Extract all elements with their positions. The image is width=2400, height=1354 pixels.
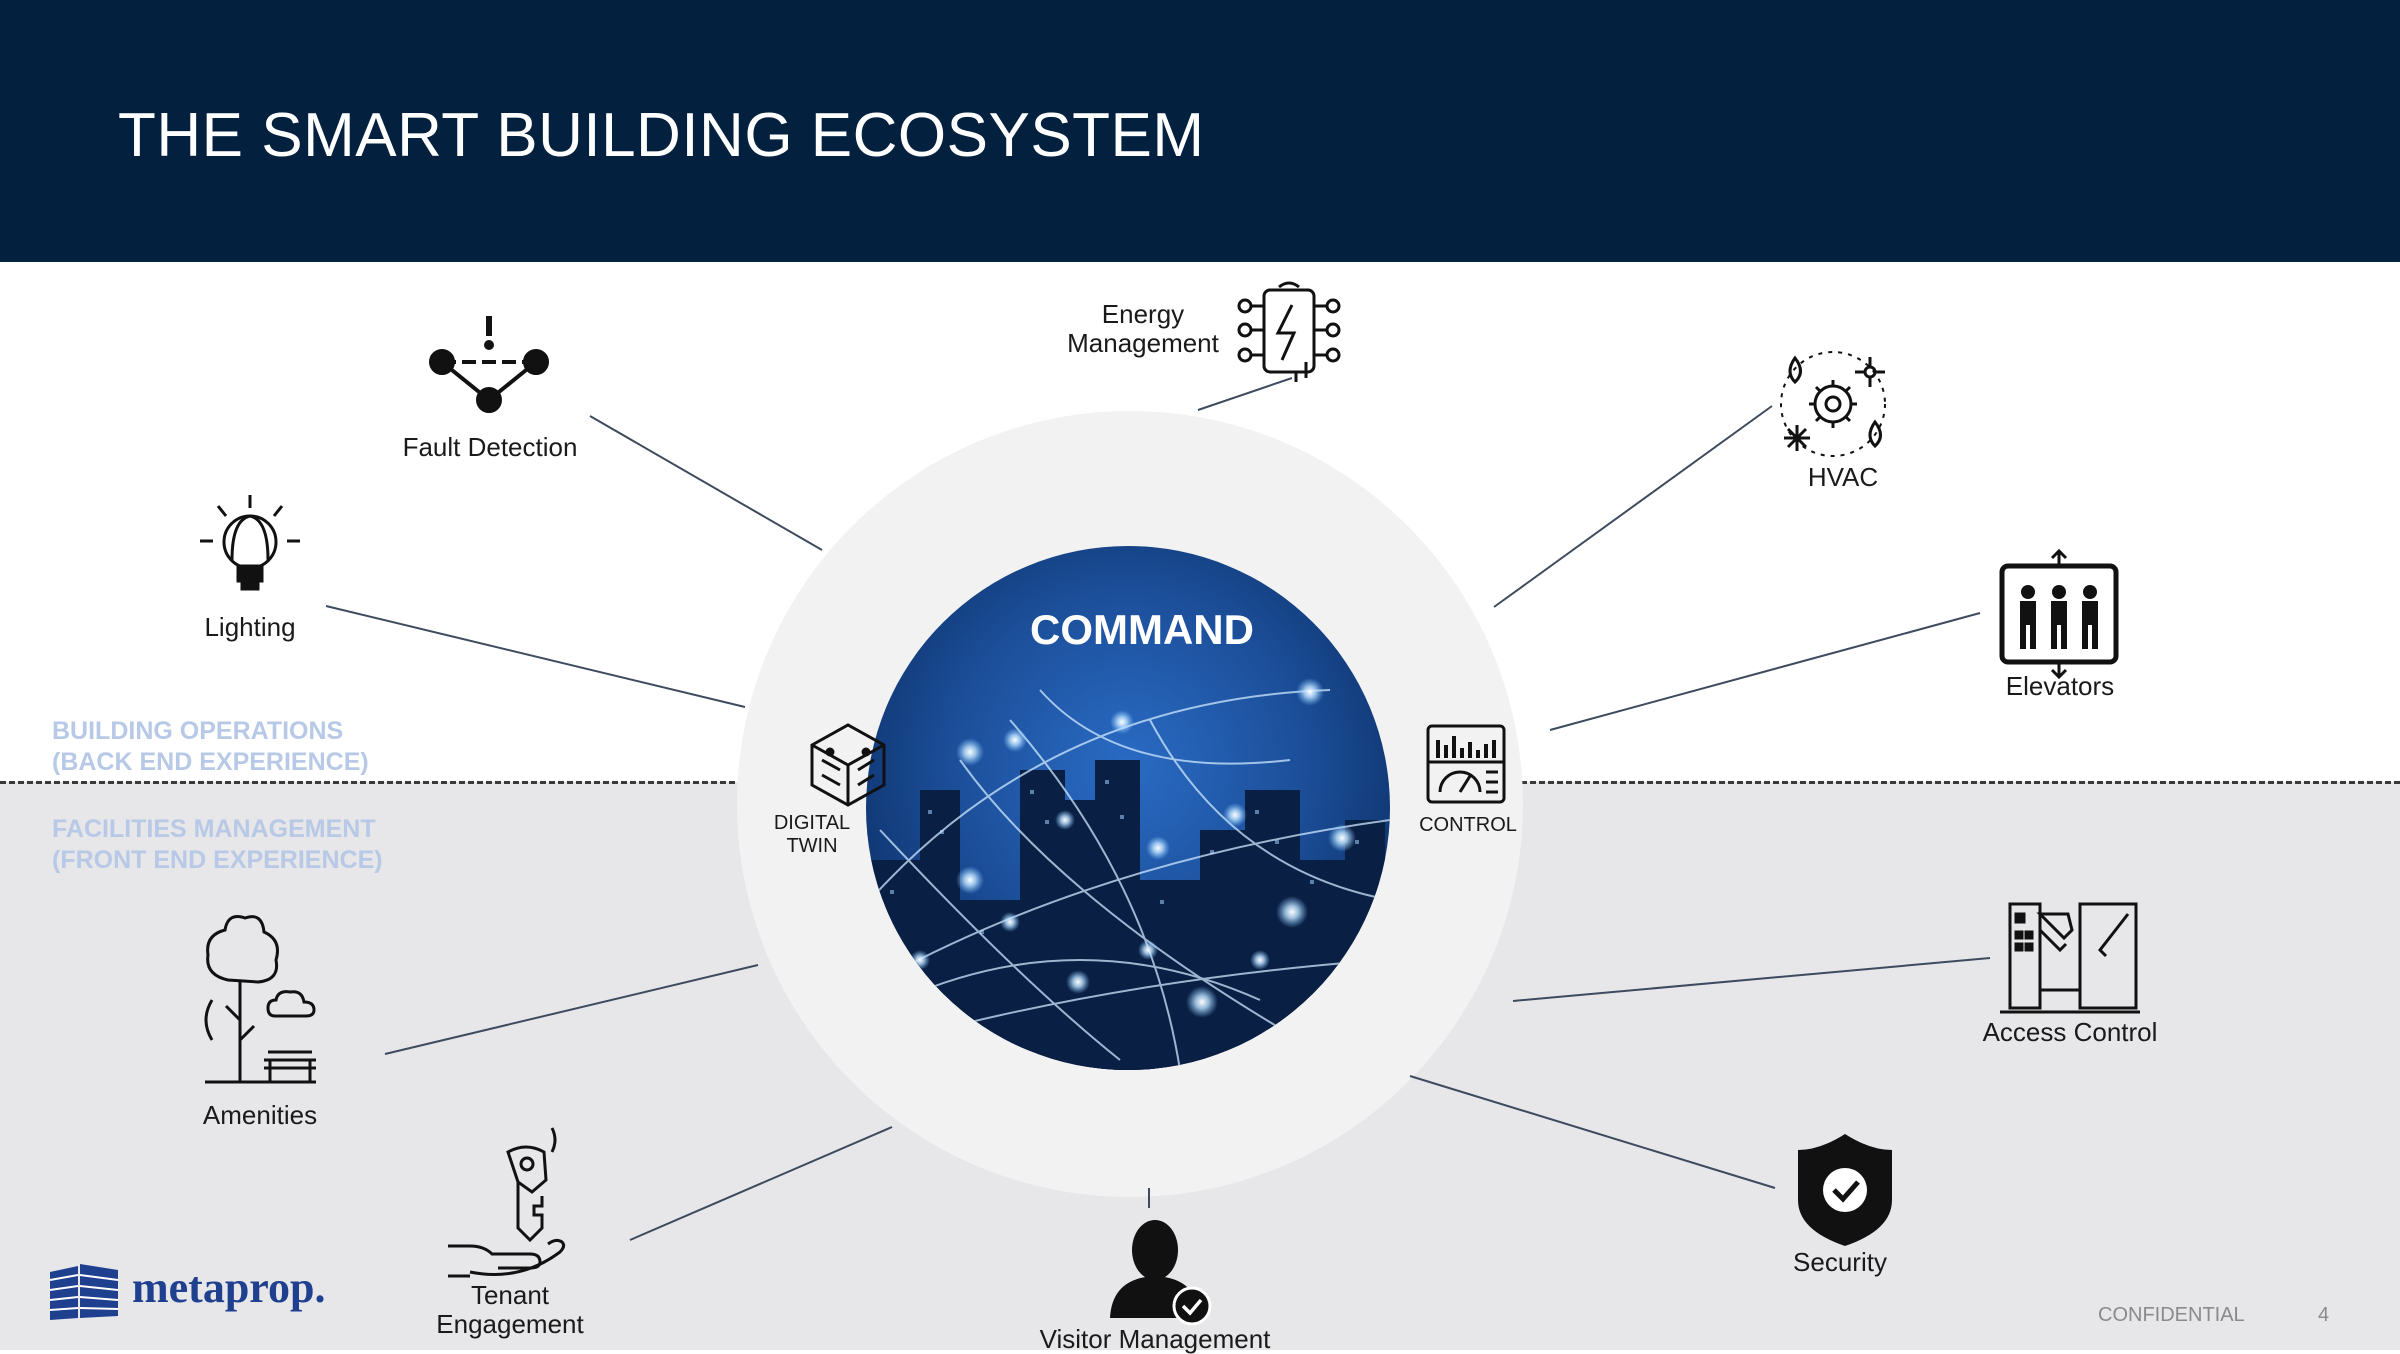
page-number: 4 [2318, 1304, 2330, 1326]
command-label: COMMAND [1030, 606, 1254, 653]
digital-twin-label-line: TWIN [786, 835, 838, 857]
zone-label-line: BUILDING OPERATIONS [52, 717, 344, 745]
zone-label-building-operations: BUILDING OPERATIONS (BACK END EXPERIENCE… [52, 716, 369, 778]
connector-elevators [1549, 612, 1981, 731]
digital-twin-icon [810, 723, 886, 807]
digital-twin-label: DIGITAL TWIN [766, 812, 858, 858]
zone-label-line: FACILITIES MANAGEMENT [52, 815, 376, 843]
connector-amenities [384, 964, 759, 1055]
lighting-label: Lighting [204, 612, 296, 642]
fault-detection-icon [429, 316, 549, 413]
tenant-engagement-key-icon [448, 1127, 566, 1278]
energy-management-label: Energy Management [1050, 300, 1236, 358]
connector-tenant-engagement [629, 1126, 893, 1241]
energy-management-icon [1237, 281, 1341, 382]
page-title: THE SMART BUILDING ECOSYSTEM [118, 101, 1205, 170]
access-control-label: Access Control [1982, 1017, 2158, 1047]
visitor-management-label: Visitor Management [1039, 1324, 1271, 1354]
elevators-icon [1999, 548, 2119, 680]
connector-access-control [1512, 957, 1991, 1002]
header-bar: THE SMART BUILDING ECOSYSTEM [0, 0, 2400, 262]
amenities-trees-icon [204, 915, 316, 1084]
hvac-icon [1780, 351, 1886, 457]
control-dashboard-icon [1426, 724, 1506, 804]
metaprop-logo-mark [49, 1264, 119, 1320]
zone-label-line: (BACK END EXPERIENCE) [52, 748, 369, 776]
security-shield-icon [1798, 1134, 1892, 1246]
energy-management-label-line: Energy [1101, 299, 1185, 329]
tenant-engagement-label: Tenant Engagement [410, 1281, 610, 1339]
access-control-turnstile-icon [2000, 902, 2140, 1014]
connector-energy-management [1197, 377, 1293, 411]
network-arcs [869, 689, 1390, 1070]
fault-detection-label: Fault Detection [402, 432, 578, 462]
lightbulb-icon [200, 495, 300, 591]
hvac-label: HVAC [1807, 462, 1879, 492]
digital-twin-label-line: DIGITAL [773, 812, 851, 834]
energy-management-label-line: Management [1067, 328, 1219, 358]
zone-label-line: (FRONT END EXPERIENCE) [52, 846, 383, 874]
connector-lines [325, 377, 1991, 1241]
control-label: CONTROL [1419, 814, 1517, 836]
tenant-engagement-label-line: Engagement [436, 1309, 584, 1339]
confidential-label: CONFIDENTIAL [2098, 1304, 2245, 1326]
amenities-label: Amenities [202, 1100, 318, 1130]
connector-security [1409, 1075, 1776, 1189]
elevators-label: Elevators [2005, 671, 2115, 701]
connector-lighting [325, 605, 746, 708]
zone-label-facilities-management: FACILITIES MANAGEMENT (FRONT END EXPERIE… [52, 814, 383, 876]
tenant-engagement-label-line: Tenant [470, 1280, 550, 1310]
security-label: Security [1793, 1247, 1887, 1277]
visitor-management-person-icon [1110, 1220, 1212, 1326]
connector-hvac [1493, 405, 1773, 608]
network-nodes [910, 678, 1356, 1018]
metaprop-logo-text: metaprop. [132, 1263, 326, 1312]
connector-fault-detection [589, 415, 823, 551]
